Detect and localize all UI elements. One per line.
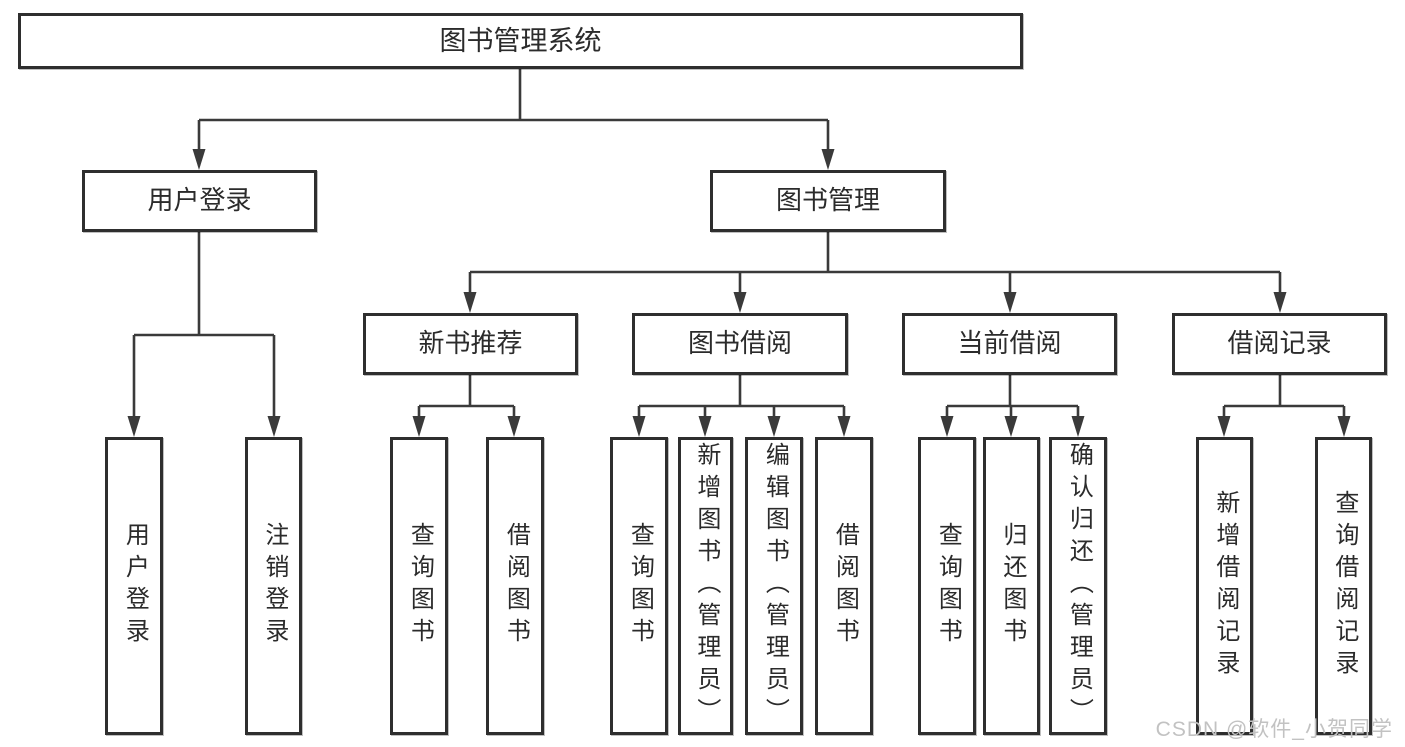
leaf-add-borrow-record: 新增借阅记录: [1196, 437, 1253, 735]
node-root: 图书管理系统: [18, 13, 1023, 69]
node-book-management: 图书管理: [710, 170, 946, 232]
leaf-query-borrow-record: 查询借阅记录: [1315, 437, 1372, 735]
node-current-borrow: 当前借阅: [902, 313, 1117, 375]
leaf-edit-books-admin: 编辑图书（管理员）: [745, 437, 803, 735]
leaf-logout: 注销登录: [245, 437, 302, 735]
leaf-confirm-return-admin: 确认归还（管理员）: [1049, 437, 1107, 735]
leaf-borrow-borrow-books: 借阅图书: [815, 437, 873, 735]
leaf-add-books-admin: 新增图书（管理员）: [678, 437, 733, 735]
leaf-borrow-query-books: 查询图书: [610, 437, 668, 735]
watermark-text: CSDN @软件_小贺同学: [1155, 718, 1393, 741]
node-user-login: 用户登录: [82, 170, 317, 232]
leaf-return-books: 归还图书: [983, 437, 1040, 735]
node-borrow-records: 借阅记录: [1172, 313, 1387, 375]
node-new-book-recommend: 新书推荐: [363, 313, 578, 375]
node-book-borrow: 图书借阅: [632, 313, 848, 375]
leaf-newbook-query-books: 查询图书: [390, 437, 448, 735]
leaf-user-login: 用户登录: [105, 437, 163, 735]
leaf-current-query-books: 查询图书: [918, 437, 976, 735]
leaf-newbook-borrow-books: 借阅图书: [486, 437, 544, 735]
